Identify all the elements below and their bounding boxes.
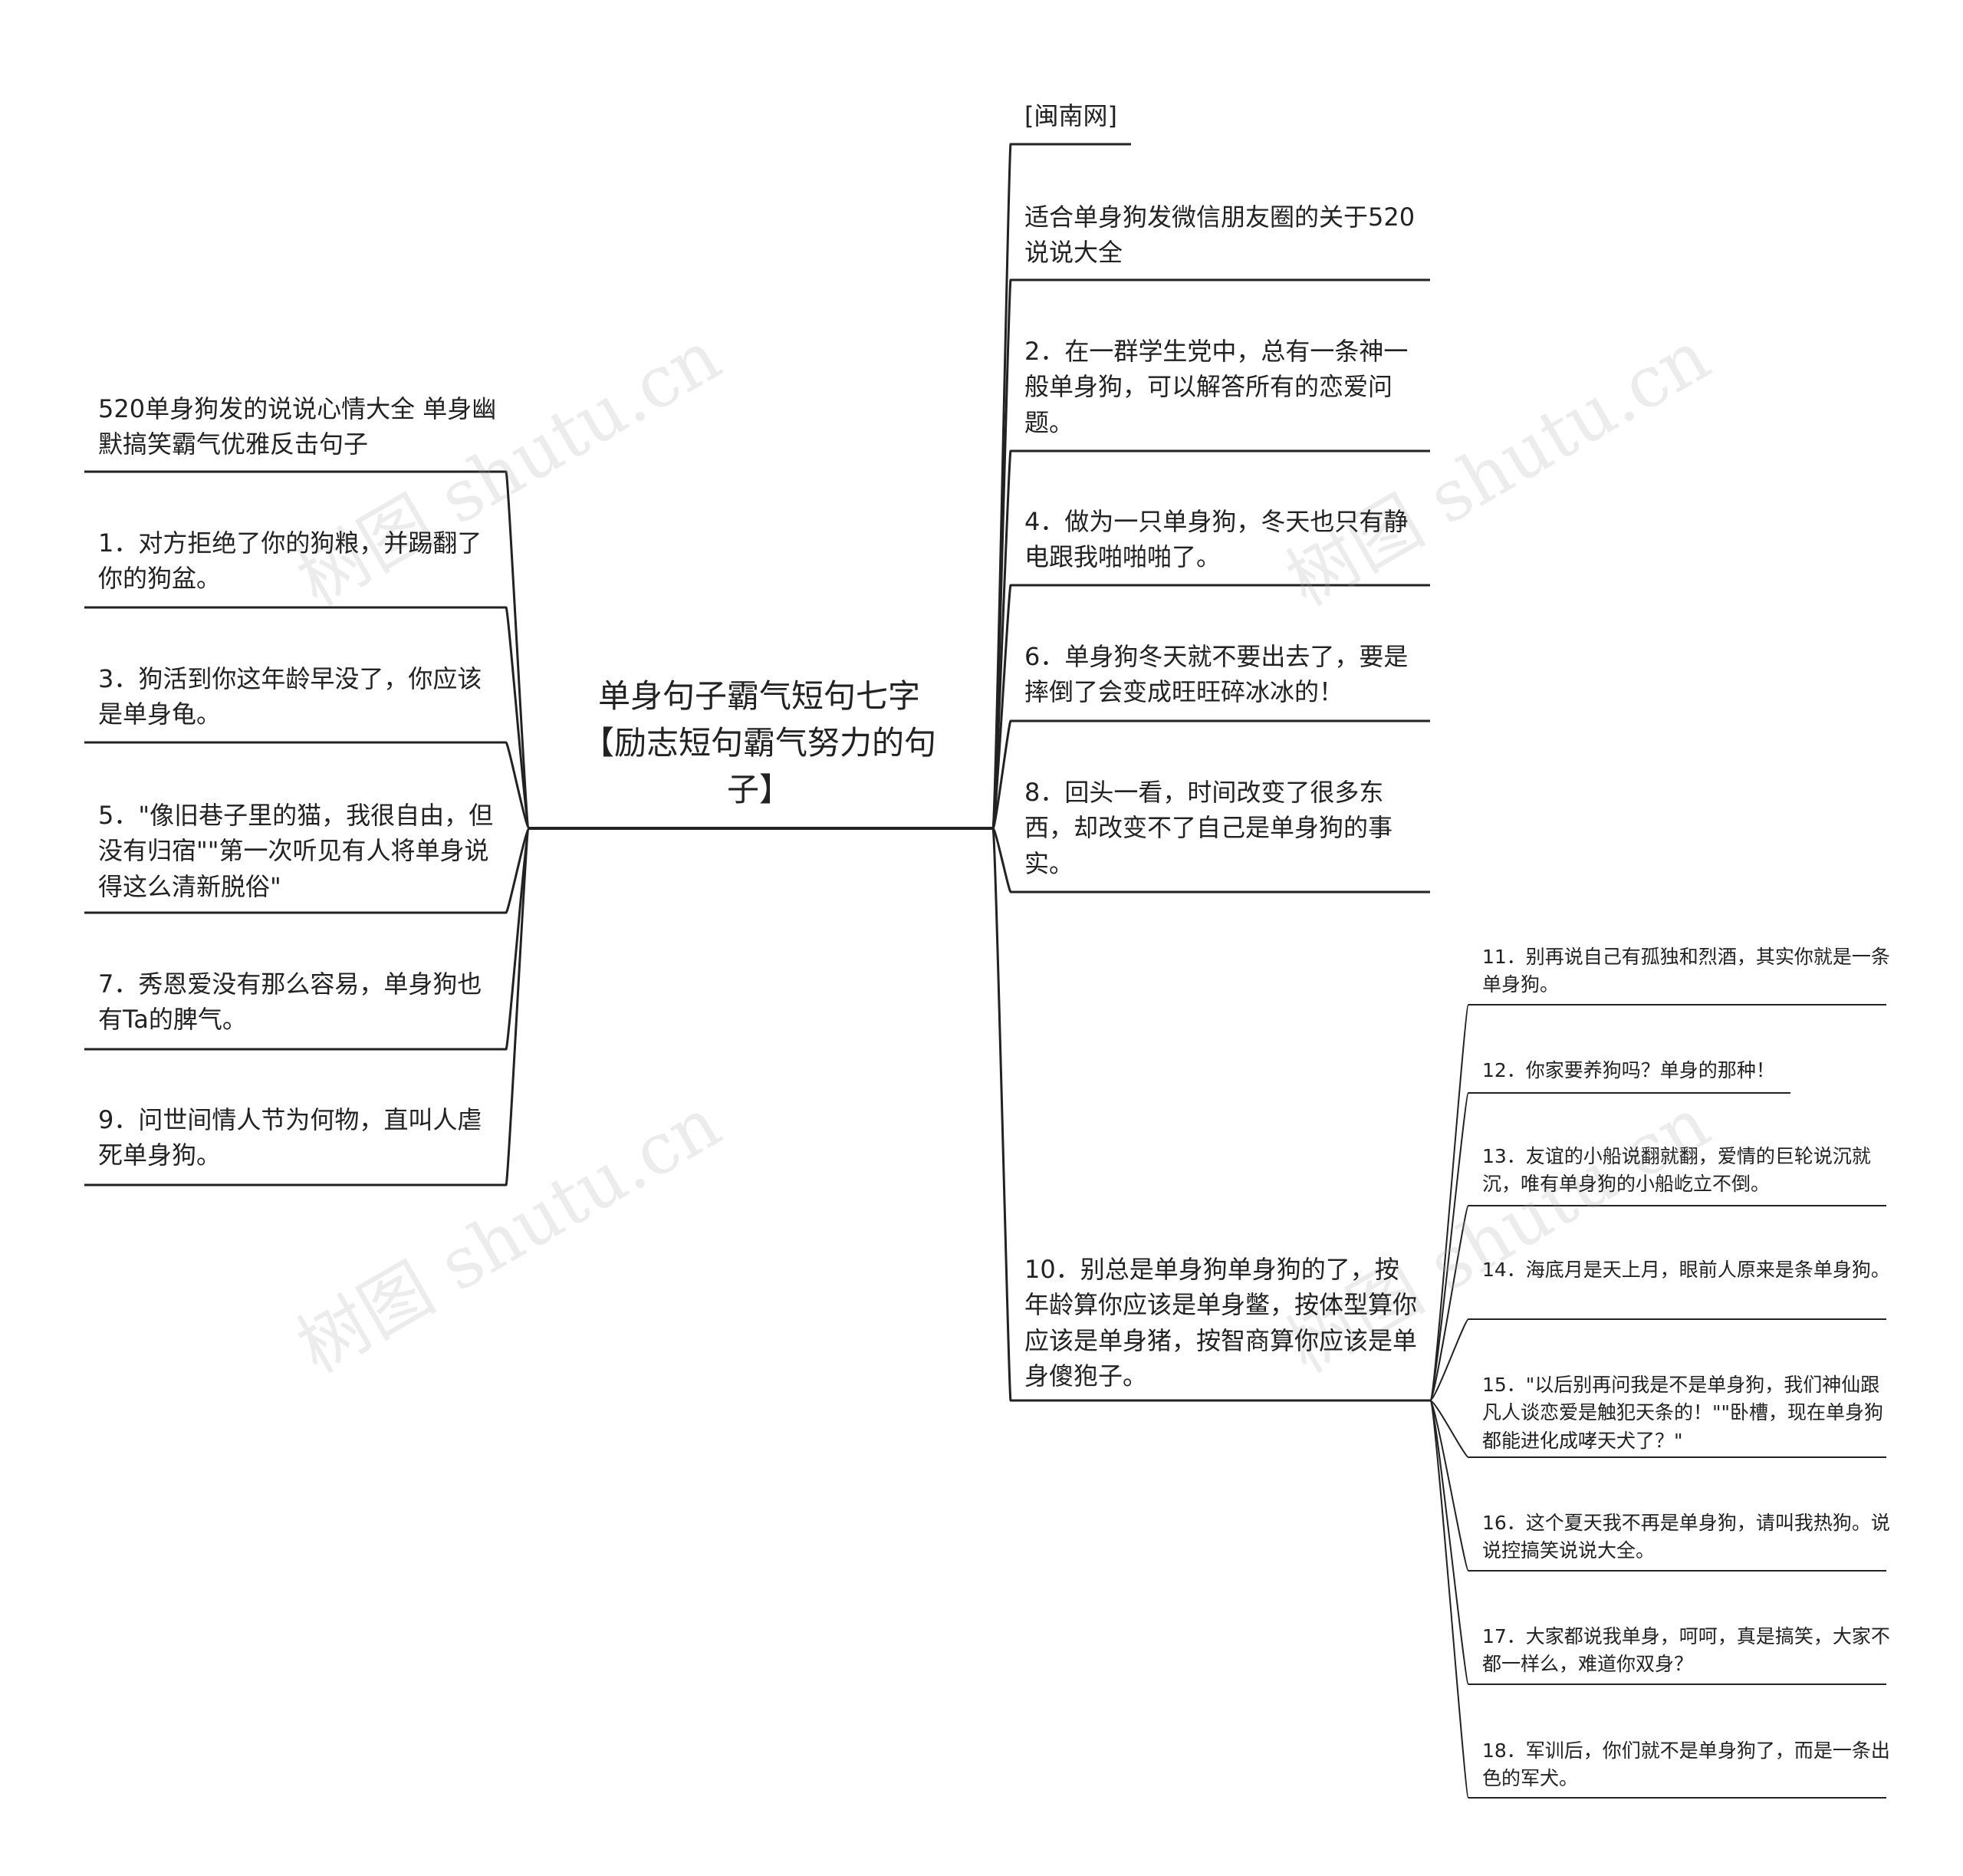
left-topic-3[interactable]: 5．"像旧巷子里的猫，我很自由，但没有归宿""第一次听见有人将单身说得这么清新脱… [98, 801, 494, 901]
sub-topic-7[interactable]: 18．军训后，你们就不是单身狗了，而是一条出色的军犬。 [1482, 1739, 1890, 1790]
left-connector [505, 606, 531, 830]
right-topic-1[interactable]: 适合单身狗发微信朋友圈的关于520说说大全 [1024, 202, 1416, 268]
sub-connector [1429, 1400, 1469, 1572]
sub-connector [1429, 1400, 1469, 1458]
right-connector [991, 278, 1012, 830]
sub-connector [1429, 1400, 1469, 1799]
right-connector [991, 719, 1012, 830]
sub-topic-3[interactable]: 14．海底月是天上月，眼前人原来是条单身狗。 [1482, 1259, 1890, 1281]
left-topic-4[interactable]: 7．秀恩爱没有那么容易，单身狗也有Ta的脾气。 [98, 969, 482, 1035]
right-topic-5[interactable]: 8．回头一看，时间改变了很多东西，却改变不了自己是单身狗的事实。 [1024, 778, 1393, 878]
left-connector [505, 741, 531, 830]
right-connector [991, 584, 1012, 830]
sub-topic-6[interactable]: 17．大家都说我单身，呵呵，真是搞笑，大家不都一样么，难道你双身？ [1482, 1625, 1890, 1676]
right-connector [991, 827, 1012, 1402]
sub-topic-0[interactable]: 11．别再说自己有孤独和烈酒，其实你就是一条单身狗。 [1482, 946, 1890, 996]
sub-topic-4[interactable]: 15．"以后别再问我是不是单身狗，我们神仙跟凡人谈恋爱是触犯天条的！""卧槽，现… [1482, 1374, 1883, 1452]
sub-connector [1429, 1205, 1469, 1401]
left-topic-2[interactable]: 3．狗活到你这年龄早没了，你应该是单身龟。 [98, 664, 482, 729]
sub-connector [1429, 1092, 1469, 1401]
sub-connector [1429, 1004, 1469, 1401]
sub-connector [1429, 1318, 1469, 1401]
right-topic-2[interactable]: 2．在一群学生党中，总有一条神一般单身狗，可以解答所有的恋爱问题。 [1024, 337, 1409, 437]
right-topic-6[interactable]: 10．别总是单身狗单身狗的了，按年龄算你应该是单身鳖，按体型算你应该是单身猪，按… [1024, 1255, 1418, 1391]
right-topic-3[interactable]: 4．做为一只单身狗，冬天也只有静电跟我啪啪啪了。 [1024, 507, 1409, 572]
sub-topic-2[interactable]: 13．友谊的小船说翻就翻，爱情的巨轮说沉就沉，唯有单身狗的小船屹立不倒。 [1482, 1145, 1871, 1196]
sub-connector [1429, 1400, 1469, 1685]
right-topic-0[interactable]: [闽南网] [1024, 101, 1117, 130]
sub-topic-5[interactable]: 16．这个夏天我不再是单身狗，请叫我热狗。说说控搞笑说说大全。 [1482, 1512, 1890, 1562]
left-topic-5[interactable]: 9．问世间情人节为何物，直叫人虐死单身狗。 [98, 1105, 482, 1170]
root-topic[interactable]: 单身句子霸气短句七字【励志短句霸气努力的句子】 [581, 677, 936, 808]
left-topic-0[interactable]: 520单身狗发的说说心情大全 单身幽默搞笑霸气优雅反击句子 [98, 394, 497, 459]
right-topic-4[interactable]: 6．单身狗冬天就不要出去了，要是摔倒了会变成旺旺碎冰冰的！ [1024, 642, 1409, 707]
sub-topic-1[interactable]: 12．你家要养狗吗？单身的那种！ [1482, 1059, 1775, 1081]
left-connector [505, 470, 531, 830]
left-connector [505, 827, 531, 1186]
left-topic-1[interactable]: 1．对方拒绝了你的狗粮，并踢翻了你的狗盆。 [98, 528, 482, 594]
